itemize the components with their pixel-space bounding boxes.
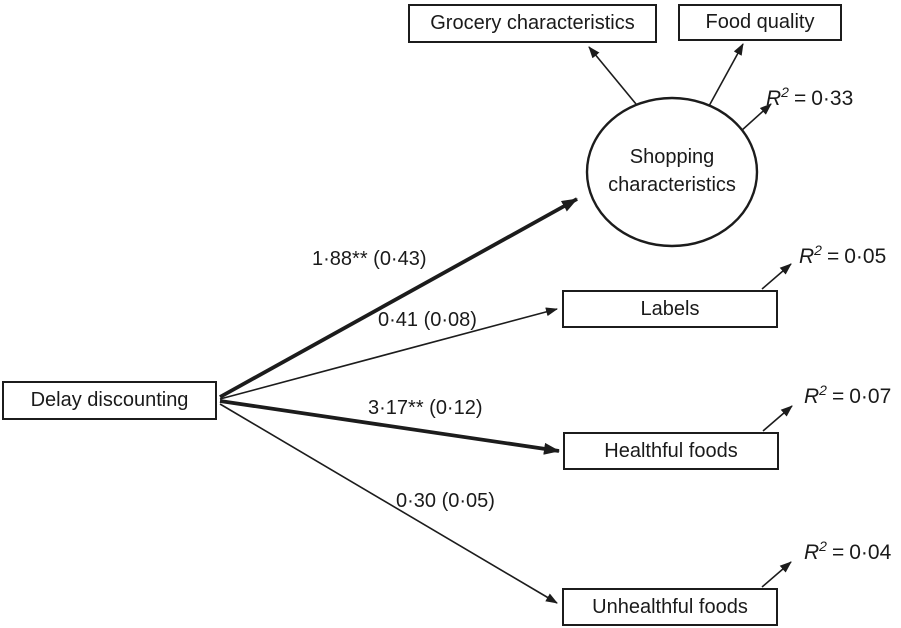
r2-value-labels: 0·05 <box>844 245 887 268</box>
outcome-box-unhealthful-foods: Unhealthful foods <box>562 588 778 626</box>
latent-label-line1: Shopping <box>629 146 715 168</box>
latent-label-line2: characteristics <box>608 174 736 196</box>
path-coefficient-labels: 0·41 (0·08) <box>378 309 477 331</box>
path-coefficient-shopping: 1·88** (0·43) <box>312 248 427 270</box>
indicator-box-food-quality: Food quality <box>678 4 842 41</box>
r2-symbol: R <box>804 541 820 564</box>
r2-symbol: R <box>804 385 820 408</box>
r2-exponent: 2 <box>781 84 789 100</box>
outcome-box-healthful-foods: Healthful foods <box>563 432 779 470</box>
arrow-delay-to-unhealthful <box>219 403 558 604</box>
arrow-r2-labels <box>761 263 792 290</box>
r2-equals: = <box>826 245 840 268</box>
arrow-r2-shopping <box>740 103 772 132</box>
r2-label-shopping: R2=0·33 <box>766 84 854 111</box>
arrow-delay-to-labels <box>219 307 558 400</box>
r2-label-labels: R2=0·05 <box>799 242 887 269</box>
arrow-delay-to-healthful <box>219 399 560 455</box>
arrow-r2-unhealthful <box>761 561 792 588</box>
grocery-characteristics-label: Grocery characteristics <box>430 12 635 34</box>
arrow-r2-healthful <box>762 405 793 432</box>
latent-shopping-ellipse <box>585 96 759 248</box>
path-coefficient-healthful: 3·17** (0·12) <box>368 397 483 419</box>
r2-symbol: R <box>766 87 782 110</box>
predictor-label: Delay discounting <box>30 389 189 411</box>
predictor-box-delay-discounting: Delay discounting <box>2 381 217 420</box>
r2-label-healthful: R2=0·07 <box>804 382 892 409</box>
r2-value-unhealthful: 0·04 <box>849 541 892 564</box>
labels-label: Labels <box>640 297 700 320</box>
r2-symbol: R <box>799 245 815 268</box>
healthful-foods-label: Healthful foods <box>604 439 738 462</box>
r2-value-shopping: 0·33 <box>811 87 854 110</box>
food-quality-label: Food quality <box>705 11 815 33</box>
arrow-shopping-to-grocery <box>588 46 637 105</box>
arrow-delay-to-shopping <box>219 197 578 399</box>
r2-label-unhealthful: R2=0·04 <box>804 538 892 565</box>
r2-exponent: 2 <box>819 382 827 398</box>
arrow-shopping-to-food-quality <box>708 43 744 107</box>
r2-equals: = <box>831 385 845 408</box>
latent-shopping-label: Shopping characteristics <box>587 143 757 199</box>
r2-exponent: 2 <box>814 242 822 258</box>
r2-equals: = <box>831 541 845 564</box>
unhealthful-foods-label: Unhealthful foods <box>592 595 748 618</box>
path-coefficient-unhealthful: 0·30 (0·05) <box>396 490 495 512</box>
outcome-box-labels: Labels <box>562 290 778 328</box>
r2-equals: = <box>793 87 807 110</box>
r2-value-healthful: 0·07 <box>849 385 892 408</box>
indicator-box-grocery-characteristics: Grocery characteristics <box>408 4 657 43</box>
r2-exponent: 2 <box>819 538 827 554</box>
